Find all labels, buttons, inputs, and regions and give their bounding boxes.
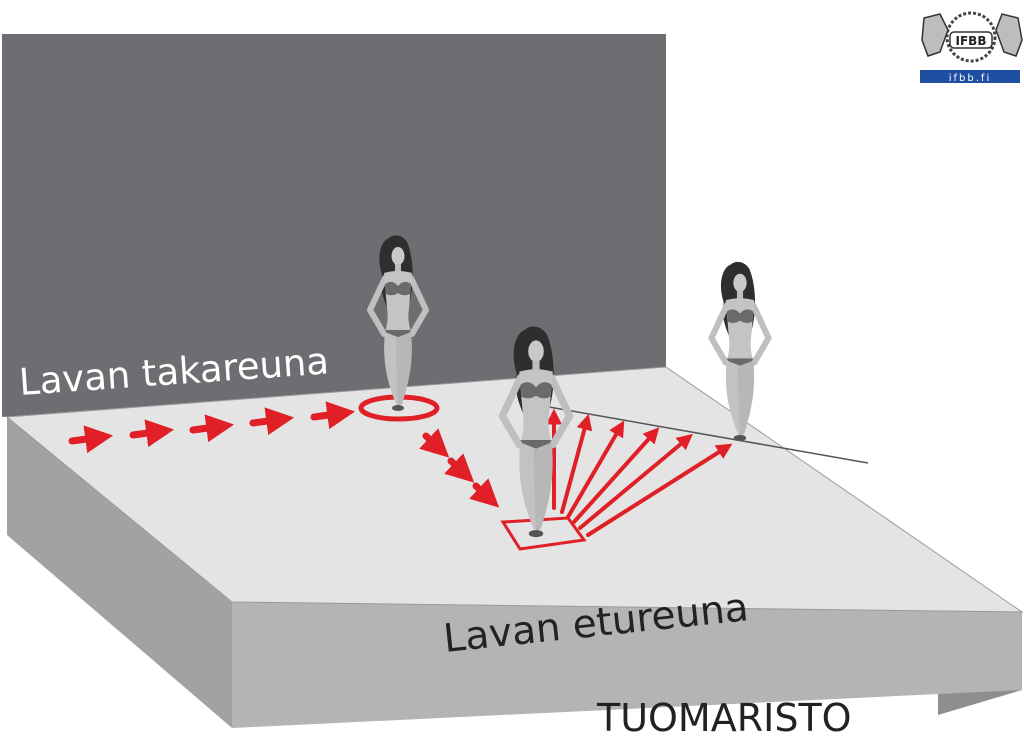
logo-ring: [945, 11, 997, 63]
turn-arrows: [546, 408, 733, 537]
stage-top: [5, 366, 1024, 613]
walk-arrow: [469, 478, 500, 508]
logo-athlete-left: [921, 13, 949, 57]
label-judges: TUOMARISTO: [596, 696, 852, 740]
walk-arrow: [419, 428, 450, 458]
walk-arrow: [68, 425, 114, 454]
logo-name: IFBB: [956, 34, 987, 48]
walk-arrows-back: [68, 401, 356, 454]
walk-arrow: [310, 401, 356, 430]
walk-arrow: [129, 419, 175, 448]
logo-name-plate: [949, 31, 993, 49]
turn-arrow: [572, 427, 660, 524]
turn-arrow: [586, 443, 733, 537]
logo-site-bar: [920, 70, 1020, 83]
back-wall: [2, 34, 666, 417]
walk-arrow: [189, 414, 235, 443]
logo-athlete-right: [995, 13, 1023, 57]
stage-front-face: [7, 417, 232, 728]
turn-arrow: [560, 413, 593, 514]
ifbb-logo: IFBB ifbb.fi: [920, 11, 1023, 84]
stop-square-front: [500, 516, 587, 551]
turn-arrow: [578, 433, 693, 530]
sight-line: [548, 406, 869, 464]
logo-site: ifbb.fi: [949, 73, 991, 84]
walk-arrow: [249, 407, 295, 436]
turn-arrow: [566, 420, 625, 519]
stage-front-face-main: [232, 602, 1022, 728]
walk-arrows-front: [419, 428, 500, 508]
walk-arrow: [444, 453, 475, 483]
